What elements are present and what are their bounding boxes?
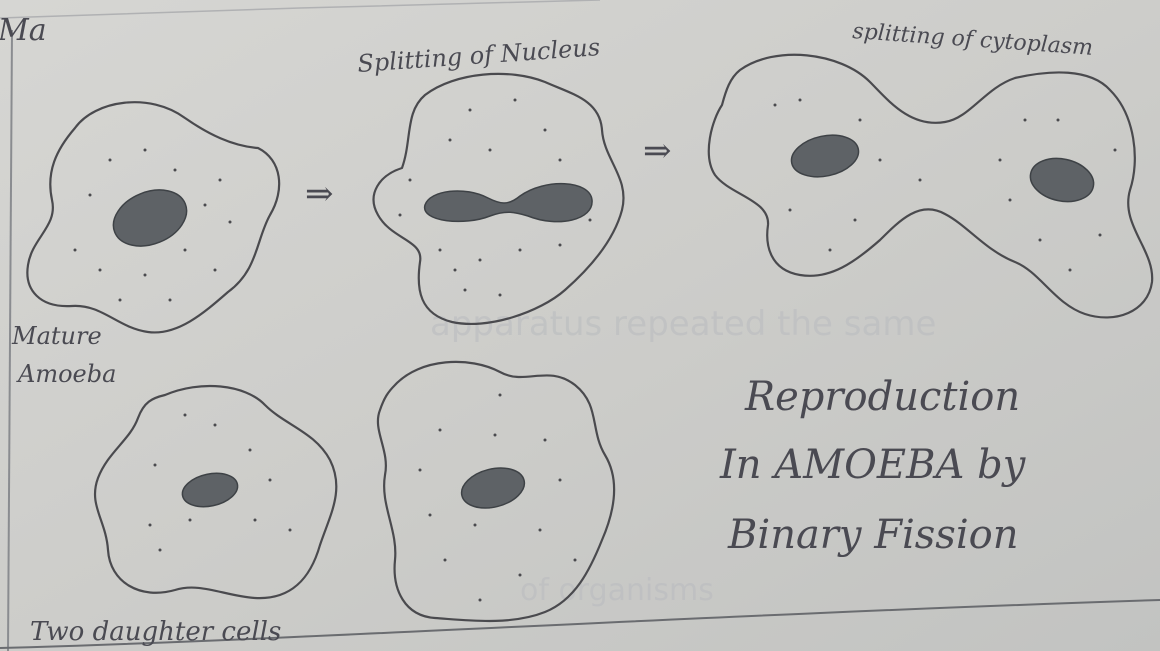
mature-label-line2: Amoeba <box>16 360 116 388</box>
top-left-fragment: Ma <box>0 13 47 48</box>
mature-label-line1: Mature <box>11 322 102 350</box>
arrow-to-nucleus-split: ⇒ <box>305 174 334 214</box>
bleed-through-line-1: apparatus repeated the same <box>430 304 936 344</box>
bleed-through-line-2: of organisms <box>520 573 714 608</box>
arrow-to-cytoplasm-split: ⇒ <box>643 131 672 171</box>
daughter-cells-label: Two daughter cells <box>30 617 281 647</box>
title-line-1: Reproduction <box>744 374 1020 420</box>
diagram-title: Reproduction In AMOEBA by Binary Fission <box>719 374 1027 558</box>
title-line-2: In AMOEBA by <box>719 442 1027 488</box>
title-line-3: Binary Fission <box>727 512 1018 558</box>
